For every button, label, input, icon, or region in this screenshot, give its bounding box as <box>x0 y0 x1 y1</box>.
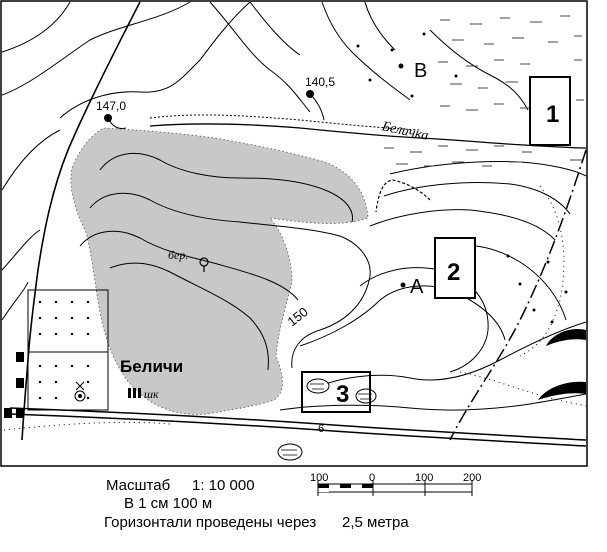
svg-text:1: 1 <box>546 101 559 128</box>
point-a-marker[interactable] <box>400 282 406 288</box>
marsh-dots <box>356 32 568 324</box>
peak-north-label: 140,5 <box>305 75 335 89</box>
road-highway <box>9 407 587 441</box>
road-dashed <box>449 149 587 441</box>
road-north-south <box>21 1 141 441</box>
area-2[interactable]: 2 <box>434 237 476 299</box>
area-1[interactable]: 1 <box>529 76 571 146</box>
scale-tick-0: 0 <box>369 472 375 484</box>
scale-tick-100-left: 100 <box>310 472 328 484</box>
dotted-boundaries <box>3 185 587 431</box>
svg-text:2: 2 <box>447 259 460 286</box>
scale-ratio: 1: 10 000 <box>192 477 255 494</box>
contour-interval-value: 2,5 метра <box>342 514 409 531</box>
tree-icon <box>199 257 209 272</box>
road-highway-edge <box>9 413 587 447</box>
buildings <box>4 352 24 418</box>
school-icon <box>128 388 141 398</box>
scale-label: Масштаб <box>106 477 170 494</box>
point-a-label: А <box>410 276 424 298</box>
peak-west-label: 147,0 <box>96 99 126 113</box>
village-plots <box>27 289 109 411</box>
contour-interval-text: Горизонтали проведены через <box>104 514 316 531</box>
contour-lines <box>1 1 587 411</box>
forest-label: бер. <box>168 248 188 262</box>
point-b-marker[interactable] <box>398 63 404 69</box>
svg-text:3: 3 <box>336 381 349 408</box>
cliff-edges <box>538 328 586 400</box>
area-3[interactable]: 3 <box>301 371 371 413</box>
village-label: Беличи <box>120 357 183 376</box>
scale-tick-200: 200 <box>463 472 481 484</box>
scale-tick-100: 100 <box>415 472 433 484</box>
peak-west-leader <box>107 117 127 129</box>
peak-north-leader <box>309 93 325 121</box>
point-b-label: В <box>414 60 427 82</box>
scale-text: В 1 см 100 м <box>124 495 212 512</box>
forest-area <box>70 127 369 415</box>
river <box>149 123 587 149</box>
road-number-label: 6 <box>318 423 324 435</box>
stream <box>375 179 431 213</box>
village-orchard-dots <box>38 300 90 400</box>
marsh-area <box>384 15 584 167</box>
school-label: шк <box>144 387 159 401</box>
church-icon <box>74 381 86 402</box>
scale-bar <box>317 480 473 496</box>
